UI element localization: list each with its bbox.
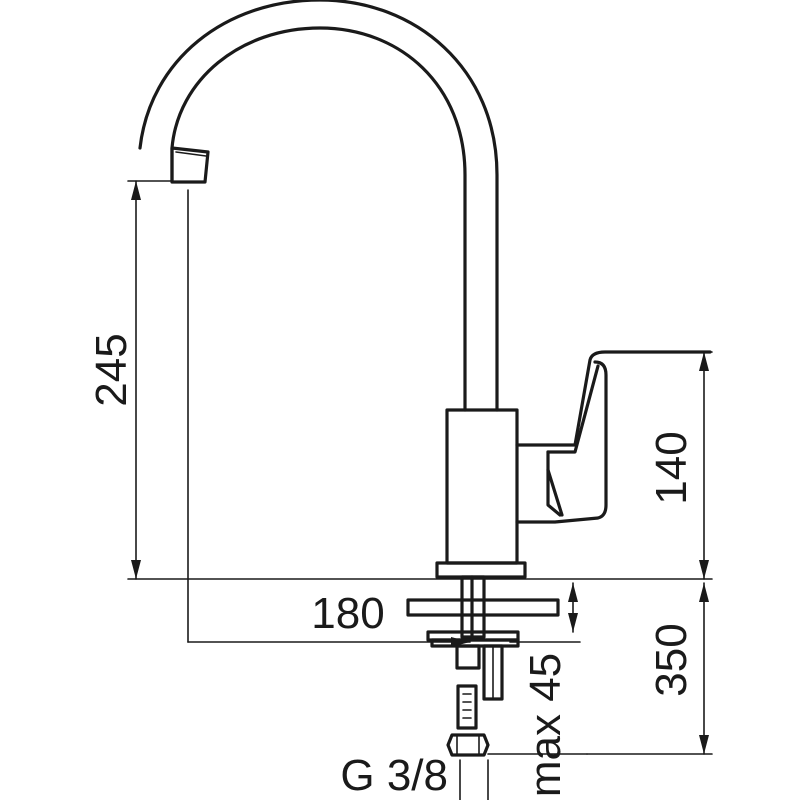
- dimension-body-height: 140: [647, 351, 709, 580]
- label-max-45: max 45: [521, 653, 570, 797]
- label-g-3-8: G 3/8: [340, 751, 448, 800]
- connection-size: G 3/8: [340, 751, 489, 800]
- faucet-spout: [138, 0, 499, 412]
- lever-handle: [515, 350, 712, 524]
- dimension-hose-length: 350: [647, 582, 709, 755]
- dimension-reach: 180: [187, 589, 471, 647]
- dimension-max-thickness: max 45: [521, 582, 578, 797]
- label-350: 350: [647, 623, 696, 696]
- label-180: 180: [311, 589, 384, 638]
- mounting-hardware: [406, 575, 560, 757]
- label-140: 140: [647, 431, 696, 504]
- faucet-body: [435, 408, 527, 579]
- reference-lines: [127, 180, 713, 755]
- label-245: 245: [87, 333, 136, 406]
- dimension-spout-height: 245: [87, 180, 141, 580]
